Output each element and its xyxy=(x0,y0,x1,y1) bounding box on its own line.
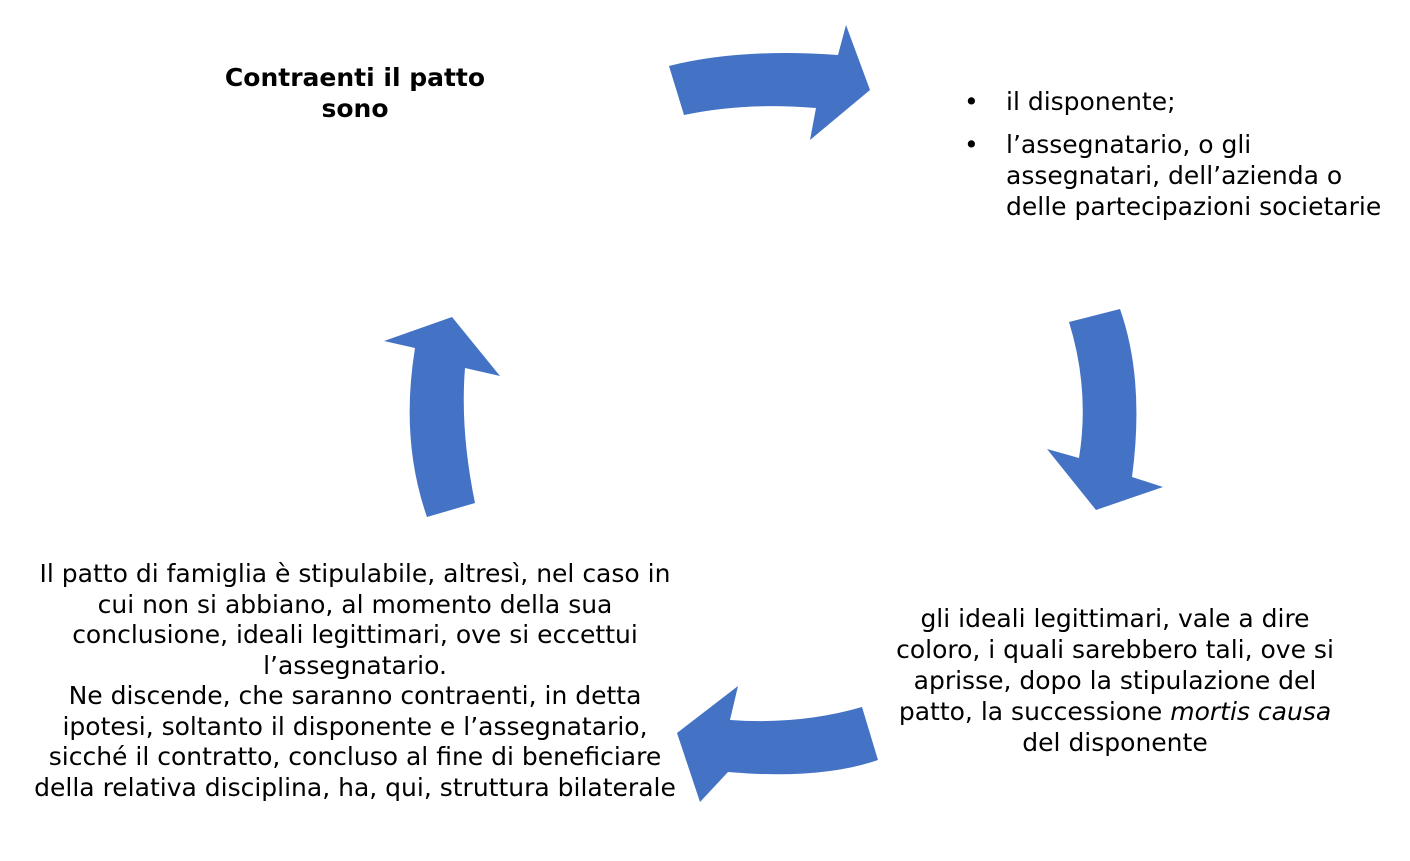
node-title-text: Contraenti il patto sono xyxy=(224,63,486,123)
arrow-bottom-left xyxy=(677,686,878,802)
list-item-text: l’assegnatario, o gli assegnatari, dell’… xyxy=(1006,130,1382,221)
arrow-right-down xyxy=(1047,309,1163,510)
contraenti-bullet-list: • il disponente; • l’assegnatario, o gli… xyxy=(960,86,1390,222)
node-title-contraenti: Contraenti il patto sono xyxy=(200,62,510,124)
list-item: • il disponente; xyxy=(960,86,1390,117)
node-text-before-italic: gli ideali legittimari, vale a dire colo… xyxy=(896,604,1334,726)
node-paragraph-2: Ne discende, che saranno contraenti, in … xyxy=(34,681,676,802)
list-item: • l’assegnatario, o gli assegnatari, del… xyxy=(960,129,1390,222)
bullet-icon: • xyxy=(964,130,979,159)
node-struttura-bilaterale: Il patto di famiglia è stipulabile, altr… xyxy=(30,559,680,803)
list-item-text: il disponente; xyxy=(1006,87,1176,116)
node-ideali-legittimari: gli ideali legittimari, vale a dire colo… xyxy=(890,603,1340,758)
arrow-left-up xyxy=(384,317,500,517)
bullet-icon: • xyxy=(964,87,979,116)
node-text-after-italic: del disponente xyxy=(1022,728,1208,757)
node-paragraph-1: Il patto di famiglia è stipulabile, altr… xyxy=(39,559,671,680)
node-text-italic: mortis causa xyxy=(1170,697,1332,726)
arrow-top-right xyxy=(669,25,870,140)
node-contraenti-list: • il disponente; • l’assegnatario, o gli… xyxy=(960,86,1390,234)
